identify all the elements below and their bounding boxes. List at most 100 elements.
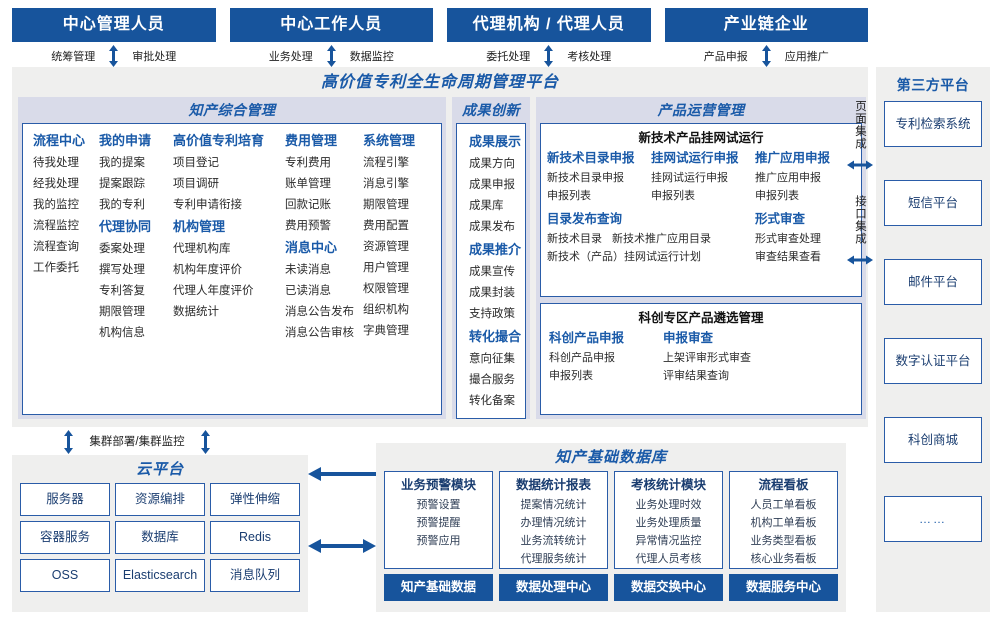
kdb-footer-data-processing[interactable]: 数据处理中心 <box>499 574 608 601</box>
menu-item[interactable]: 撮合服务 <box>469 374 515 386</box>
menu-item[interactable]: 期限管理 <box>363 199 409 211</box>
group-header[interactable]: 系统管理 <box>363 133 416 148</box>
menu-item[interactable]: 申报列表 <box>651 190 696 202</box>
menu-item[interactable]: 消息引擎 <box>363 178 409 190</box>
menu-item[interactable]: 回款记账 <box>285 199 331 211</box>
kdb-item[interactable]: 预警设置 <box>416 499 461 511</box>
menu-item[interactable]: 成果方向 <box>469 158 515 170</box>
menu-item[interactable]: 支持政策 <box>469 308 515 320</box>
kdb-item[interactable]: 异常情况监控 <box>635 535 702 547</box>
menu-item[interactable]: 流程引擎 <box>363 157 409 169</box>
kdb-item[interactable]: 业务处理时效 <box>635 499 702 511</box>
menu-item[interactable]: 期限管理 <box>99 306 145 318</box>
group-header[interactable]: 机构管理 <box>173 219 226 234</box>
menu-item[interactable]: 评审结果查询 <box>663 370 730 382</box>
kdb-item[interactable]: 代理服务统计 <box>520 553 587 565</box>
kdb-item[interactable]: 代理人员考核 <box>635 553 702 565</box>
kdb-item[interactable]: 办理情况统计 <box>520 517 587 529</box>
menu-item[interactable]: 专利费用 <box>285 157 331 169</box>
menu-item[interactable]: 专利答复 <box>99 285 145 297</box>
menu-item[interactable]: 推广应用申报 <box>755 172 822 184</box>
role-title-center-staff[interactable]: 中心工作人员 <box>229 8 433 42</box>
menu-item[interactable]: 新技术目录申报 <box>547 172 625 184</box>
cloud-cell-container[interactable]: 容器服务 <box>20 521 110 554</box>
menu-item[interactable]: 成果宣传 <box>469 266 515 278</box>
menu-item[interactable]: 未读消息 <box>285 264 331 276</box>
menu-item[interactable]: 成果库 <box>469 200 504 212</box>
menu-item[interactable]: 新技术目录 <box>547 233 603 245</box>
menu-item[interactable]: 意向征集 <box>469 353 515 365</box>
third-party-item-email[interactable]: 邮件平台 <box>884 259 982 305</box>
kdb-item[interactable]: 人员工单看板 <box>750 499 817 511</box>
cloud-cell-autoscaling[interactable]: 弹性伸缩 <box>210 483 300 516</box>
menu-item[interactable]: 代理机构库 <box>173 243 231 255</box>
kdb-item[interactable]: 提案情况统计 <box>520 499 587 511</box>
menu-item[interactable]: 审查结果查看 <box>755 251 822 263</box>
group-header[interactable]: 推广应用申报 <box>755 151 831 165</box>
menu-item[interactable]: 机构年度评价 <box>173 264 242 276</box>
kdb-item[interactable]: 业务处理质量 <box>635 517 702 529</box>
kdb-item[interactable]: 业务流转统计 <box>520 535 587 547</box>
menu-item[interactable]: 流程查询 <box>33 241 79 253</box>
menu-item[interactable]: 费用预警 <box>285 220 331 232</box>
menu-item[interactable]: 申报列表 <box>547 190 592 202</box>
menu-item[interactable]: 消息公告发布 <box>285 306 354 318</box>
menu-item[interactable]: 委案处理 <box>99 243 145 255</box>
kdb-item[interactable]: 业务类型看板 <box>750 535 817 547</box>
menu-item[interactable]: 我的提案 <box>99 157 145 169</box>
menu-item[interactable]: 成果申报 <box>469 179 515 191</box>
third-party-item-sms[interactable]: 短信平台 <box>884 180 982 226</box>
menu-item[interactable]: 组织机构 <box>363 304 409 316</box>
group-header[interactable]: 流程中心 <box>33 133 86 148</box>
kdb-footer-data-service[interactable]: 数据服务中心 <box>729 574 838 601</box>
menu-item[interactable]: 撰写处理 <box>99 264 145 276</box>
group-header[interactable]: 消息中心 <box>285 240 338 255</box>
group-header[interactable]: 我的申请 <box>99 133 152 148</box>
menu-item[interactable]: 项目登记 <box>173 157 219 169</box>
cloud-cell-database[interactable]: 数据库 <box>115 521 205 554</box>
kdb-item[interactable]: 机构工单看板 <box>750 517 817 529</box>
group-header[interactable]: 挂网试运行申报 <box>651 151 739 165</box>
third-party-item-digital-cert[interactable]: 数字认证平台 <box>884 338 982 384</box>
menu-item[interactable]: 形式审查处理 <box>755 233 822 245</box>
kdb-footer-base-data[interactable]: 知产基础数据 <box>384 574 493 601</box>
menu-item[interactable]: 经我处理 <box>33 178 79 190</box>
cloud-cell-message-queue[interactable]: 消息队列 <box>210 559 300 592</box>
menu-item[interactable]: 工作委托 <box>33 262 79 274</box>
menu-item[interactable]: 申报列表 <box>549 370 594 382</box>
kdb-item[interactable]: 预警提醒 <box>416 517 461 529</box>
menu-item[interactable]: 权限管理 <box>363 283 409 295</box>
group-header[interactable]: 成果推介 <box>469 242 522 257</box>
menu-item[interactable]: 账单管理 <box>285 178 331 190</box>
menu-item[interactable]: 新技术（产品）挂网试运行计划 <box>547 251 702 263</box>
group-header[interactable]: 形式审查 <box>755 212 806 226</box>
menu-item[interactable]: 流程监控 <box>33 220 79 232</box>
menu-item[interactable]: 费用配置 <box>363 220 409 232</box>
menu-item[interactable]: 我的专利 <box>99 199 145 211</box>
menu-item[interactable]: 新技术推广应用目录 <box>612 233 712 245</box>
menu-item[interactable]: 专利申请衔接 <box>173 199 242 211</box>
third-party-item-kechuang-mall[interactable]: 科创商城 <box>884 417 982 463</box>
menu-item[interactable]: 字典管理 <box>363 325 409 337</box>
menu-item[interactable]: 代理人年度评价 <box>173 285 254 297</box>
menu-item[interactable]: 申报列表 <box>755 190 800 202</box>
group-header[interactable]: 成果展示 <box>469 134 522 149</box>
cloud-cell-redis[interactable]: Redis <box>210 521 300 554</box>
menu-item[interactable]: 转化备案 <box>469 395 515 407</box>
role-title-center-admin[interactable]: 中心管理人员 <box>12 8 216 42</box>
menu-item[interactable]: 成果发布 <box>469 221 515 233</box>
group-header[interactable]: 费用管理 <box>285 133 338 148</box>
menu-item[interactable]: 我的监控 <box>33 199 79 211</box>
kdb-footer-data-exchange[interactable]: 数据交换中心 <box>614 574 723 601</box>
menu-item[interactable]: 数据统计 <box>173 306 219 318</box>
menu-item[interactable]: 提案跟踪 <box>99 178 145 190</box>
menu-item[interactable]: 消息公告审核 <box>285 327 354 339</box>
group-header[interactable]: 高价值专利培育 <box>173 133 265 148</box>
group-header[interactable]: 新技术目录申报 <box>547 151 635 165</box>
menu-item[interactable]: 科创产品申报 <box>549 352 616 364</box>
menu-item[interactable]: 已读消息 <box>285 285 331 297</box>
menu-item[interactable]: 待我处理 <box>33 157 79 169</box>
role-title-industry-enterprise[interactable]: 产业链企业 <box>664 8 868 42</box>
third-party-item-more[interactable]: …… <box>884 496 982 542</box>
cloud-cell-oss[interactable]: OSS <box>20 559 110 592</box>
